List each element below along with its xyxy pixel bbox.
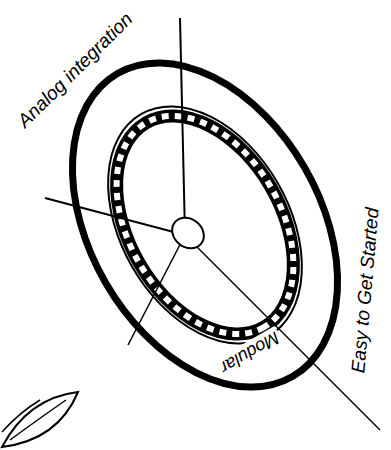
leaf-vein (10, 400, 66, 440)
inner-ring (68, 72, 341, 378)
leaf-edge (2, 400, 40, 432)
leaf-shape (2, 392, 78, 447)
dashed-band-marks (80, 85, 330, 365)
dashed-band (80, 85, 330, 365)
hub-circle (166, 211, 210, 254)
pointer-line (180, 18, 185, 235)
pointer-line (128, 235, 185, 345)
curved-label: Easy to Get Started (348, 204, 384, 375)
pointer-line (45, 198, 185, 235)
